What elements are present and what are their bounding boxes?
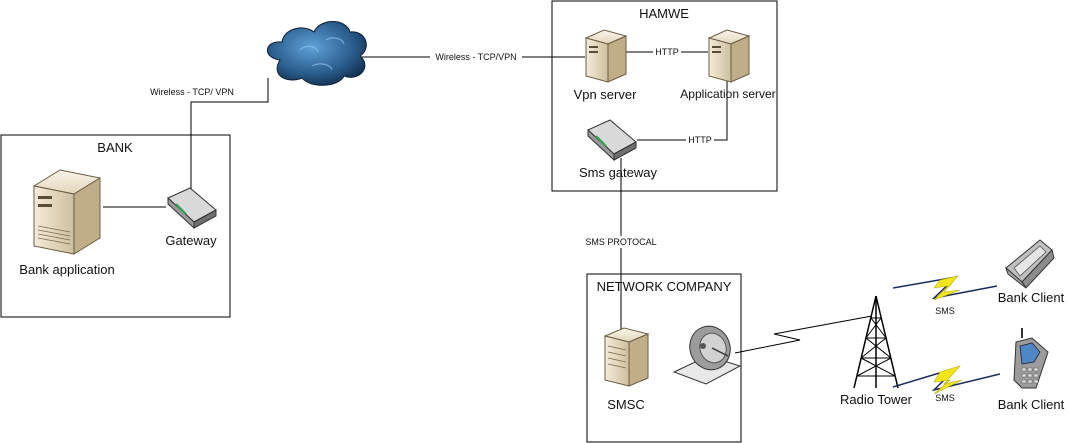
radio-tower-icon — [853, 295, 899, 389]
link-label-gateway-cloud: Wireless - TCP/ VPN — [150, 87, 234, 97]
sms-signal-icon-2 — [892, 365, 1001, 395]
mobile-phone-icon-1 — [1004, 239, 1055, 289]
hamwe-box-title: HAMWE — [639, 6, 689, 21]
network-company-box — [586, 273, 742, 443]
link-label-sms-2: SMS — [935, 393, 955, 403]
satellite-dish-icon — [672, 325, 742, 385]
application-server-label: Application server — [680, 87, 775, 101]
smsc-server-icon — [603, 327, 650, 387]
vpn-server-label: Vpn server — [574, 87, 638, 102]
cloud-icon — [267, 21, 367, 86]
vpn-server-icon — [584, 29, 628, 83]
sms-gateway-icon — [587, 119, 637, 162]
line-dish-tower — [734, 315, 873, 354]
link-label-cloud-vpn: Wireless - TCP/VPN — [435, 52, 516, 62]
hamwe-box — [551, 0, 778, 192]
link-label-sms-1: SMS — [935, 306, 955, 316]
bank-server-icon — [32, 169, 102, 255]
radio-tower-label: Radio Tower — [840, 392, 913, 407]
network-company-box-title: NETWORK COMPANY — [597, 279, 732, 294]
bank-application-label: Bank application — [19, 262, 114, 277]
smsc-label: SMSC — [607, 397, 645, 412]
bank-box-title: BANK — [97, 140, 133, 155]
mobile-phone-icon-2 — [1013, 328, 1049, 389]
application-server-icon — [707, 29, 751, 83]
bank-client-label-2: Bank Client — [998, 397, 1065, 412]
gateway-label: Gateway — [165, 233, 217, 248]
gateway-icon — [167, 187, 217, 230]
bank-box — [0, 134, 231, 318]
line-app-sms — [637, 80, 728, 141]
link-label-app-sms: HTTP — [688, 135, 712, 145]
sms-gateway-label: Sms gateway — [579, 165, 658, 180]
bank-client-label-1: Bank Client — [998, 290, 1065, 305]
line-gateway-cloud — [190, 78, 269, 190]
link-label-sms-smsc: SMS PROTOCAL — [585, 237, 656, 247]
link-label-vpn-app: HTTP — [655, 47, 679, 57]
sms-signal-icon-1 — [892, 275, 998, 301]
